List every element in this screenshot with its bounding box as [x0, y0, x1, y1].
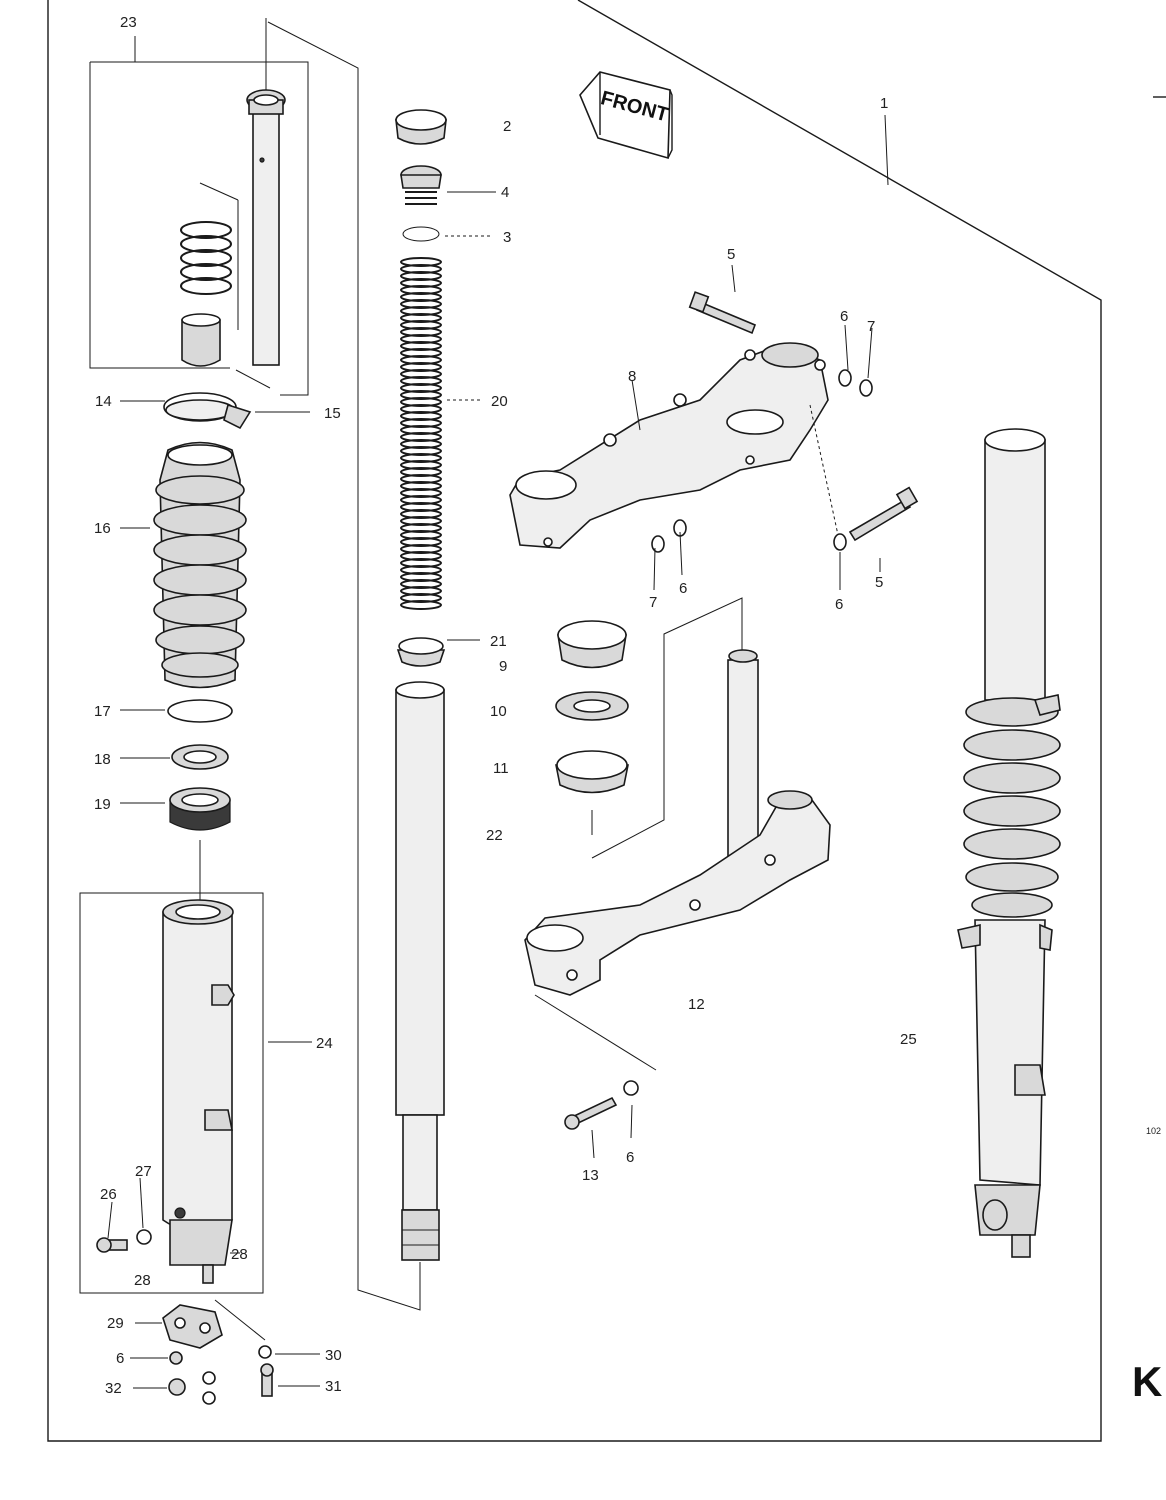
pinch-bolt — [564, 1096, 618, 1130]
o-ring — [402, 226, 440, 242]
callout-32: 32 — [105, 1380, 122, 1397]
lower-bracket-steering-stem — [524, 649, 831, 996]
rebound-spring — [180, 182, 239, 330]
washer — [258, 1345, 272, 1359]
oil-lock-piece — [181, 313, 221, 367]
callout-6a: 6 — [840, 308, 848, 325]
callout-5b: 5 — [875, 574, 883, 591]
callout-18: 18 — [94, 751, 111, 768]
washer — [202, 1371, 216, 1385]
outer-fork-tube — [162, 899, 235, 1284]
callout-17: 17 — [94, 703, 111, 720]
callout-6c: 6 — [835, 596, 843, 613]
right-fork-assembled — [957, 428, 1061, 1258]
washer — [651, 535, 665, 553]
callout-9: 9 — [499, 658, 507, 675]
callout-20: 20 — [491, 393, 508, 410]
spring-coil — [400, 600, 442, 610]
leader-lines — [107, 114, 889, 1389]
circlip-ring — [167, 699, 233, 723]
left-fork-assembly — [79, 18, 309, 1405]
callout-3: 3 — [503, 229, 511, 246]
callout-12: 12 — [688, 996, 705, 1013]
oil-seal — [171, 744, 229, 770]
cap-bolt — [400, 165, 442, 205]
callout-5a: 5 — [727, 246, 735, 263]
washer — [838, 369, 852, 387]
axle-clamp — [162, 1304, 223, 1349]
steering-stem-cap — [557, 620, 627, 669]
center-inner-tube-column — [267, 21, 447, 1311]
callout-6d: 6 — [626, 1149, 634, 1166]
callout-8: 8 — [628, 368, 636, 385]
inner-fork-tube — [395, 681, 445, 1261]
callout-4: 4 — [501, 184, 509, 201]
axle-bolt — [96, 1237, 128, 1253]
outer-tube-group-box — [79, 892, 264, 1294]
bracket-bolt-upper — [688, 291, 757, 335]
callout-26: 26 — [100, 1186, 117, 1203]
slide-bushing — [169, 787, 231, 831]
fork-cap — [395, 109, 447, 145]
callout-29: 29 — [107, 1315, 124, 1332]
boot-clamp — [163, 392, 252, 430]
callout-24: 24 — [316, 1035, 333, 1052]
callout-7a: 7 — [867, 318, 875, 335]
callout-6e: 6 — [116, 1350, 124, 1367]
diagram-frame — [47, 0, 1166, 1442]
clamp-stud — [260, 1363, 274, 1397]
callout-27: 27 — [135, 1163, 152, 1180]
corner-letter: K — [1132, 1358, 1162, 1405]
fork-boot — [153, 441, 247, 689]
washer — [136, 1229, 152, 1245]
upper-fork-bracket — [509, 342, 829, 549]
washer — [833, 533, 847, 551]
stem-bearing-race — [555, 691, 629, 721]
callout-30: 30 — [325, 1347, 342, 1364]
callout-14: 14 — [95, 393, 112, 410]
callout-labels: 1 2 3 4 5 5 6 6 6 6 6 7 7 8 9 10 11 12 1… — [94, 14, 917, 1397]
spring-washer — [168, 1378, 186, 1396]
callout-16: 16 — [94, 520, 111, 537]
damper-rod — [246, 18, 286, 366]
page-code: 102 — [1146, 1126, 1161, 1136]
callout-23: 23 — [120, 14, 137, 31]
stem-bearing — [555, 750, 629, 794]
callout-31: 31 — [325, 1378, 342, 1395]
front-direction-arrow: FRONT — [579, 71, 673, 160]
callout-25: 25 — [900, 1031, 917, 1048]
callout-28b: 28 — [231, 1246, 248, 1263]
callout-2: 2 — [503, 118, 511, 135]
callout-22: 22 — [486, 827, 503, 844]
fork-spring — [400, 257, 442, 610]
callout-19: 19 — [94, 796, 111, 813]
callout-6b: 6 — [679, 580, 687, 597]
callout-15: 15 — [324, 405, 341, 422]
nut — [169, 1351, 183, 1365]
spring-seat — [396, 637, 446, 667]
washer — [859, 379, 873, 397]
bracket-bolt-lower — [848, 486, 919, 542]
callout-1: 1 — [880, 95, 888, 112]
callout-10: 10 — [490, 703, 507, 720]
washer — [623, 1080, 639, 1096]
callout-13: 13 — [582, 1167, 599, 1184]
callout-11: 11 — [493, 760, 509, 777]
damper-group-box — [89, 61, 309, 396]
callout-28a: 28 — [134, 1272, 151, 1289]
callout-21: 21 — [490, 633, 507, 650]
washer — [202, 1391, 216, 1405]
callout-7b: 7 — [649, 594, 657, 611]
